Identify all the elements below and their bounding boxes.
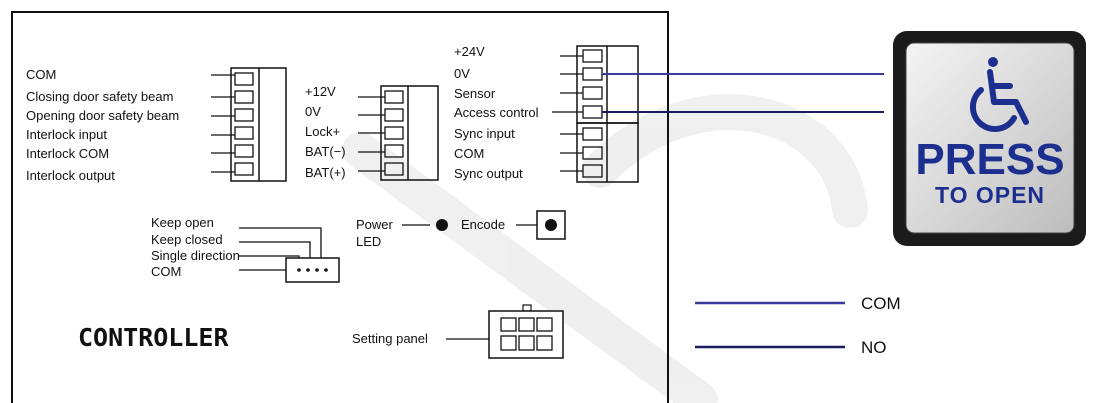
terminal-label: Sync output xyxy=(454,166,523,181)
middle-terminal-labels: +12V 0V Lock+ BAT(−) BAT(+) xyxy=(305,84,346,180)
mode-label: Keep closed xyxy=(151,232,223,247)
button-to-open-text: TO OPEN xyxy=(935,182,1045,208)
mode-label: Single direction xyxy=(151,248,240,263)
push-button: PRESS TO OPEN xyxy=(893,31,1086,246)
middle-terminal-block xyxy=(358,85,439,181)
terminal-label: Interlock COM xyxy=(26,146,109,161)
terminal-label: 0V xyxy=(454,66,470,81)
left-terminal-block xyxy=(211,67,287,182)
terminal-label: COM xyxy=(26,67,56,82)
button-press-text: PRESS xyxy=(915,135,1064,184)
terminal-label: 0V xyxy=(305,104,321,119)
setting-panel-label: Setting panel xyxy=(352,331,428,346)
terminal-label: BAT(+) xyxy=(305,165,346,180)
terminal-label: Interlock output xyxy=(26,168,115,183)
mode-labels: Keep open Keep closed Single direction C… xyxy=(151,215,240,279)
terminal-label: +24V xyxy=(454,44,485,59)
terminal-label: Interlock input xyxy=(26,127,107,142)
right-terminal-labels: +24V 0V Sensor Access control Sync input… xyxy=(454,44,539,181)
watermark xyxy=(342,94,868,403)
terminal-label: Closing door safety beam xyxy=(26,89,173,104)
terminal-label: COM xyxy=(454,146,484,161)
led-label: LED xyxy=(356,234,381,249)
terminal-label: BAT(−) xyxy=(305,144,346,159)
controller-title: CONTROLLER xyxy=(78,323,229,352)
mode-label: COM xyxy=(151,264,181,279)
setting-panel-connector xyxy=(488,304,564,359)
legend-com-label: COM xyxy=(861,294,901,313)
mode-label: Keep open xyxy=(151,215,214,230)
wheelchair-icon xyxy=(969,57,1029,133)
power-label: Power xyxy=(356,217,394,232)
legend-no-label: NO xyxy=(861,338,887,357)
terminal-label: Opening door safety beam xyxy=(26,108,179,123)
terminal-label: Sensor xyxy=(454,86,496,101)
encode-button xyxy=(536,210,566,240)
terminal-label: Access control xyxy=(454,105,539,120)
left-terminal-labels: COM Closing door safety beam Opening doo… xyxy=(26,67,179,183)
terminal-label: Sync input xyxy=(454,126,515,141)
mode-switch xyxy=(239,227,340,283)
terminal-label: Lock+ xyxy=(305,124,340,139)
encode-label: Encode xyxy=(461,217,505,232)
encode-button-dot xyxy=(545,219,557,231)
controller-box xyxy=(11,11,669,403)
terminal-label: +12V xyxy=(305,84,336,99)
power-led-indicator xyxy=(436,219,448,231)
